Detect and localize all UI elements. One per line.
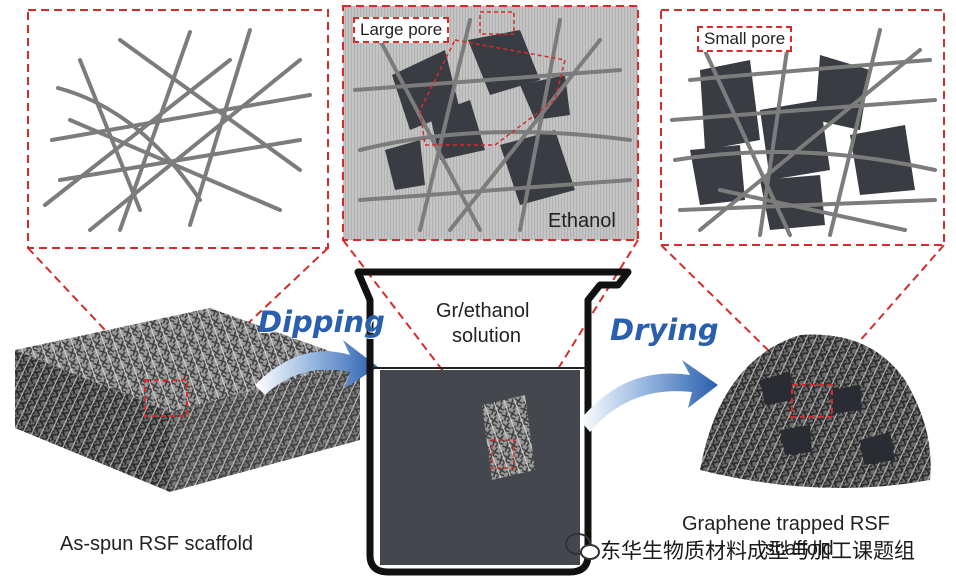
graphene-caption-line2: scaffold xyxy=(765,538,834,560)
large-pore-label: Large pore xyxy=(353,17,450,43)
ethanol-zoom-panel xyxy=(342,5,639,241)
watermark-text: 东华生物质材料成型与加工课题组 xyxy=(600,539,915,563)
dipping-step-label: Dipping xyxy=(258,305,385,339)
small-pore-label: Small pore xyxy=(697,26,793,52)
ethanol-label: Ethanol xyxy=(548,210,616,232)
drying-step-label: Drying xyxy=(610,313,719,347)
as-spun-fiber-zoom-panel xyxy=(27,9,329,249)
wechat-icon xyxy=(565,533,600,560)
graphene-trapped-scaffold-mound xyxy=(700,334,931,488)
beaker xyxy=(354,268,632,576)
solution-label-line1: Gr/ethanol xyxy=(436,300,530,322)
solution-label-line2: solution xyxy=(452,325,521,347)
graphene-caption-line1: Graphene trapped RSF xyxy=(682,513,890,535)
dipping-arrow xyxy=(255,340,378,395)
as-spun-caption: As-spun RSF scaffold xyxy=(60,533,254,555)
drying-arrow xyxy=(580,360,718,432)
as-spun-rsf-scaffold-block xyxy=(15,308,360,492)
